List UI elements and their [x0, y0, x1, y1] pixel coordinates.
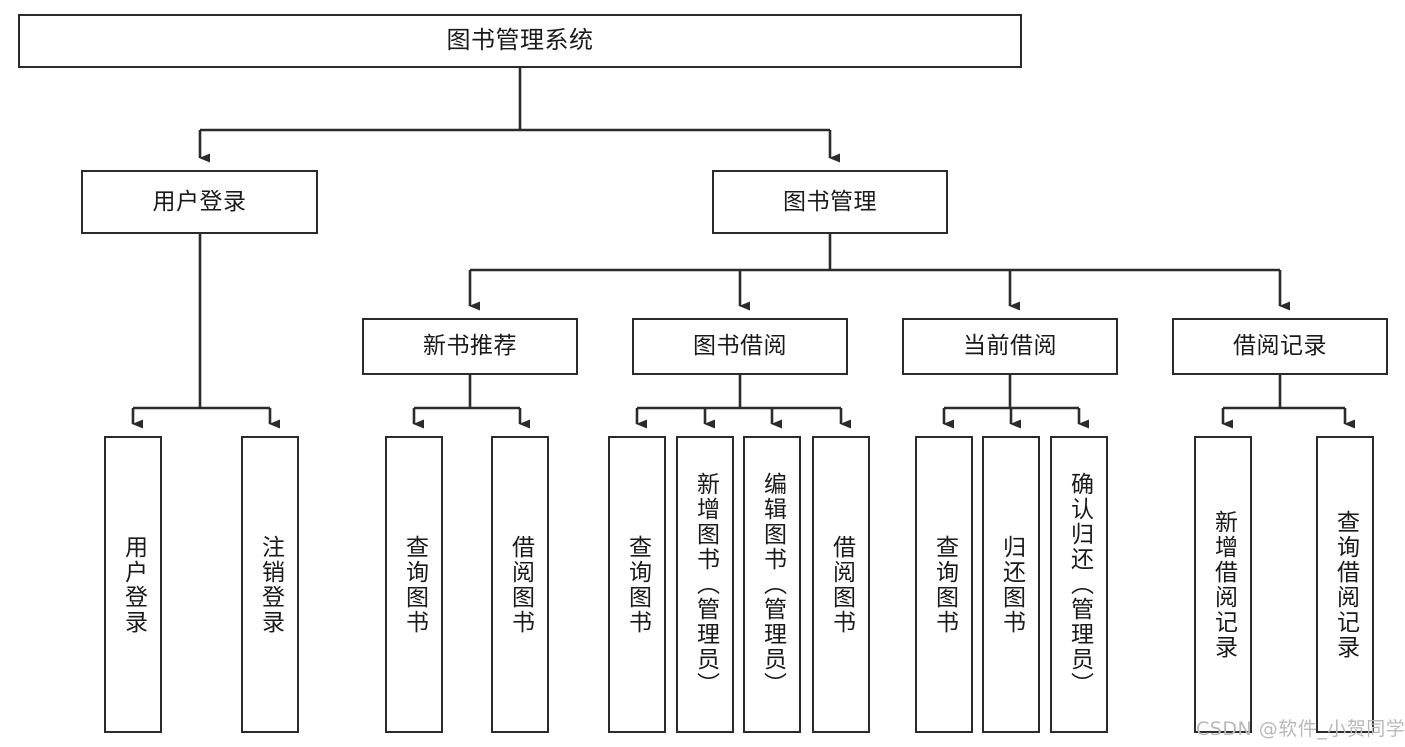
node-leaf-add-book[interactable]: 新增图书（管理员）	[676, 436, 734, 733]
node-leaf-query-book-1[interactable]: 查询图书	[385, 436, 443, 733]
node-book-management[interactable]: 图书管理	[712, 170, 948, 234]
node-leaf-return-book[interactable]: 归还图书	[982, 436, 1040, 733]
node-leaf-confirm-return[interactable]: 确认归还（管理员）	[1050, 436, 1108, 733]
node-leaf-user-logout[interactable]: 注销登录	[241, 436, 299, 733]
node-leaf-borrow-book-1[interactable]: 借阅图书	[491, 436, 549, 733]
node-borrow-record[interactable]: 借阅记录	[1172, 318, 1388, 375]
node-leaf-borrow-book-2-label: 借阅图书	[828, 534, 855, 635]
node-leaf-query-record-label: 查询借阅记录	[1332, 509, 1359, 660]
node-borrow-record-label: 借阅记录	[1233, 333, 1327, 360]
node-leaf-query-book-2[interactable]: 查询图书	[608, 436, 666, 733]
node-leaf-add-record-label: 新增借阅记录	[1210, 509, 1237, 660]
node-leaf-query-book-1-label: 查询图书	[401, 534, 428, 635]
node-user-login[interactable]: 用户登录	[81, 170, 318, 234]
node-leaf-edit-book[interactable]: 编辑图书（管理员）	[743, 436, 801, 733]
node-leaf-user-login[interactable]: 用户登录	[104, 436, 162, 733]
node-leaf-query-book-2-label: 查询图书	[624, 534, 651, 635]
node-leaf-borrow-book-2[interactable]: 借阅图书	[812, 436, 870, 733]
node-leaf-borrow-book-1-label: 借阅图书	[507, 534, 534, 635]
node-leaf-query-book-3-label: 查询图书	[931, 534, 958, 635]
node-new-book-recommend-label: 新书推荐	[423, 333, 517, 360]
node-leaf-query-record[interactable]: 查询借阅记录	[1316, 436, 1374, 733]
node-leaf-return-book-label: 归还图书	[998, 534, 1025, 635]
node-book-borrow-label: 图书借阅	[693, 333, 787, 360]
node-leaf-add-record[interactable]: 新增借阅记录	[1194, 436, 1252, 733]
node-leaf-user-logout-label: 注销登录	[257, 534, 284, 635]
node-leaf-user-login-label: 用户登录	[120, 534, 147, 635]
node-leaf-edit-book-label: 编辑图书（管理员）	[759, 472, 786, 697]
node-root-label: 图书管理系统	[446, 26, 594, 55]
node-current-borrow[interactable]: 当前借阅	[902, 318, 1118, 375]
node-leaf-query-book-3[interactable]: 查询图书	[915, 436, 973, 733]
node-current-borrow-label: 当前借阅	[963, 333, 1057, 360]
node-root[interactable]: 图书管理系统	[18, 14, 1022, 68]
node-book-management-label: 图书管理	[783, 188, 877, 215]
node-new-book-recommend[interactable]: 新书推荐	[362, 318, 578, 375]
node-user-login-label: 用户登录	[152, 188, 247, 215]
node-leaf-add-book-label: 新增图书（管理员）	[692, 472, 719, 697]
node-leaf-confirm-return-label: 确认归还（管理员）	[1066, 472, 1093, 697]
node-book-borrow[interactable]: 图书借阅	[632, 318, 848, 375]
